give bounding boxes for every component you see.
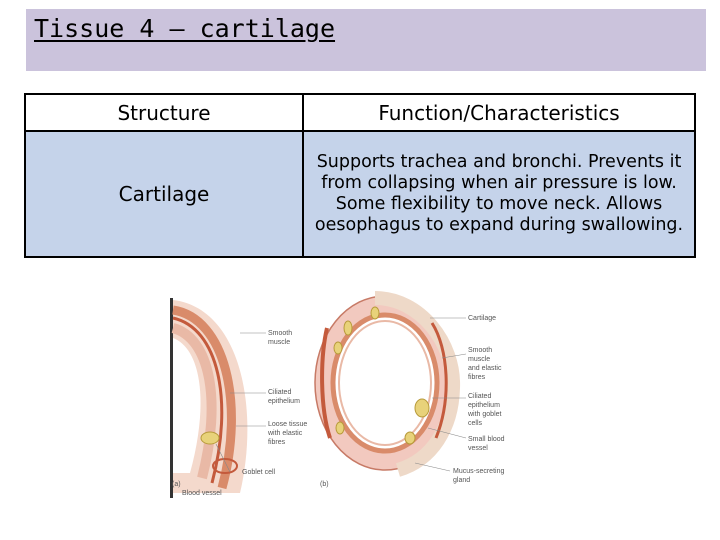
label-ciliated-goblet-2: epithelium: [468, 402, 500, 409]
label-smooth-muscle-1: Smooth: [268, 330, 292, 337]
label-smooth-muscle-elastic-2: muscle: [468, 356, 490, 363]
label-smooth-muscle-2: muscle: [268, 339, 290, 346]
structure-cell: Cartilage: [25, 131, 303, 257]
label-ciliated-goblet-3: with goblet: [467, 411, 502, 418]
info-table: Structure Function/Characteristics Carti…: [24, 93, 696, 258]
panel-b-illustration: [315, 296, 466, 471]
label-smooth-muscle-elastic-4: fibres: [468, 374, 486, 381]
panel-b-marker: (b): [320, 481, 329, 488]
label-mucus-gland-2: gland: [453, 477, 470, 484]
label-cartilage: Cartilage: [468, 315, 496, 322]
label-loose-tissue-2: with elastic: [267, 430, 303, 437]
label-blood-vessel: Blood vessel: [182, 490, 222, 497]
label-ciliated-epithelium-2: epithelium: [268, 398, 300, 405]
panel-a-marker: (a): [172, 481, 181, 488]
label-loose-tissue-3: fibres: [268, 439, 286, 446]
label-loose-tissue-1: Loose tissue: [268, 421, 307, 428]
column-header-structure: Structure: [25, 94, 303, 131]
label-smooth-muscle-elastic-3: and elastic: [468, 365, 502, 372]
table-row: Cartilage Supports trachea and bronchi. …: [25, 131, 695, 257]
column-header-function: Function/Characteristics: [303, 94, 695, 131]
label-ciliated-goblet-1: Ciliated: [468, 393, 491, 400]
label-small-blood-vessel-2: vessel: [468, 445, 488, 452]
label-goblet-cell: Goblet cell: [242, 469, 276, 476]
title-banner: Tissue 4 – cartilage: [26, 9, 706, 71]
table-header-row: Structure Function/Characteristics: [25, 94, 695, 131]
label-smooth-muscle-elastic-1: Smooth: [468, 347, 492, 354]
label-small-blood-vessel-1: Small blood: [468, 436, 505, 443]
function-cell: Supports trachea and bronchi. Prevents i…: [303, 131, 695, 257]
airway-cross-section-diagram: Smooth muscle Ciliated epithelium Loose …: [170, 288, 510, 503]
label-ciliated-epithelium-1: Ciliated: [268, 389, 291, 396]
label-mucus-gland-1: Mucus-secreting: [453, 468, 504, 475]
label-ciliated-goblet-4: cells: [468, 420, 483, 427]
page-title: Tissue 4 – cartilage: [34, 14, 335, 43]
panel-a-illustration: [170, 298, 266, 498]
